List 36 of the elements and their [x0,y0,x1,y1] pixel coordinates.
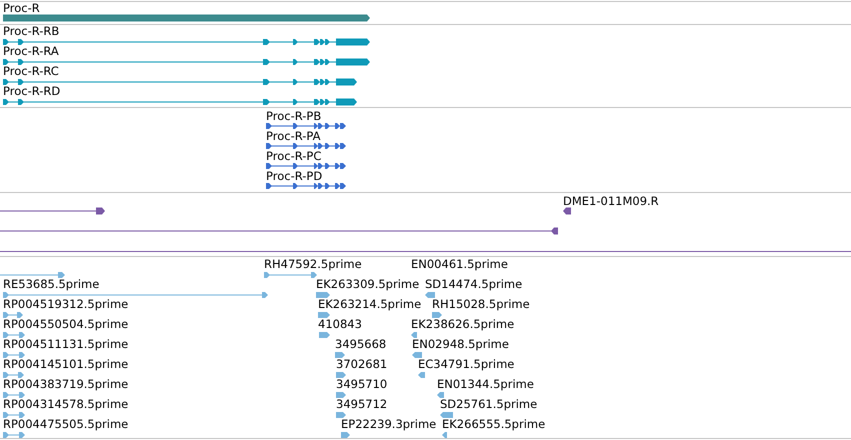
feature-label: RH15028.5prime [432,297,530,311]
feature-label: RP004314578.5prime [3,397,128,411]
feature-label: RP004475505.5prime [3,417,128,431]
feature-label: DME1-011M09.R [563,194,659,208]
feature-label: RP004145101.5prime [3,357,128,371]
feature-label: EN01344.5prime [437,377,534,391]
feature-label: EC34791.5prime [418,357,514,371]
feature-label: SD14474.5prime [425,277,522,291]
feature-label: RP004511131.5prime [3,337,128,351]
feature-label: Proc-R-PB [266,109,322,123]
feature-label: RP004550504.5prime [3,317,128,331]
feature-label: RP004383719.5prime [3,377,128,391]
feature-label: Proc-R-RB [3,24,60,38]
feature-label: EK266555.5prime [442,417,546,431]
feature-label: 410843 [318,317,362,331]
feature-label: EN00461.5prime [411,257,508,271]
feature-label: 3495668 [335,337,386,351]
feature-label: EK238626.5prime [411,317,514,331]
feature-label: Proc-R-RA [3,44,59,58]
feature-label: Proc-R [3,1,40,15]
feature-label: EK263214.5prime [318,297,422,311]
feature-label: Proc-R-RC [3,64,59,78]
feature-label: SD25761.5prime [440,397,538,411]
feature-label: RH47592.5prime [264,257,362,271]
feature-label: Proc-R-PA [266,129,320,143]
feature-label: Proc-R-PC [266,149,322,163]
feature-label: 3702681 [336,357,388,371]
feature-label: EK263309.5prime [316,277,420,291]
feature-label: RE53685.5prime [3,277,100,291]
feature-label: EN02948.5prime [412,337,509,351]
feature-label: Proc-R-PD [266,169,322,183]
feature-label: Proc-R-RD [3,84,60,98]
feature-label: EP22239.3prime [341,417,436,431]
feature-label: 3495710 [336,377,388,391]
feature-label: RP004519312.5prime [3,297,128,311]
feature-label: 3495712 [336,397,388,411]
